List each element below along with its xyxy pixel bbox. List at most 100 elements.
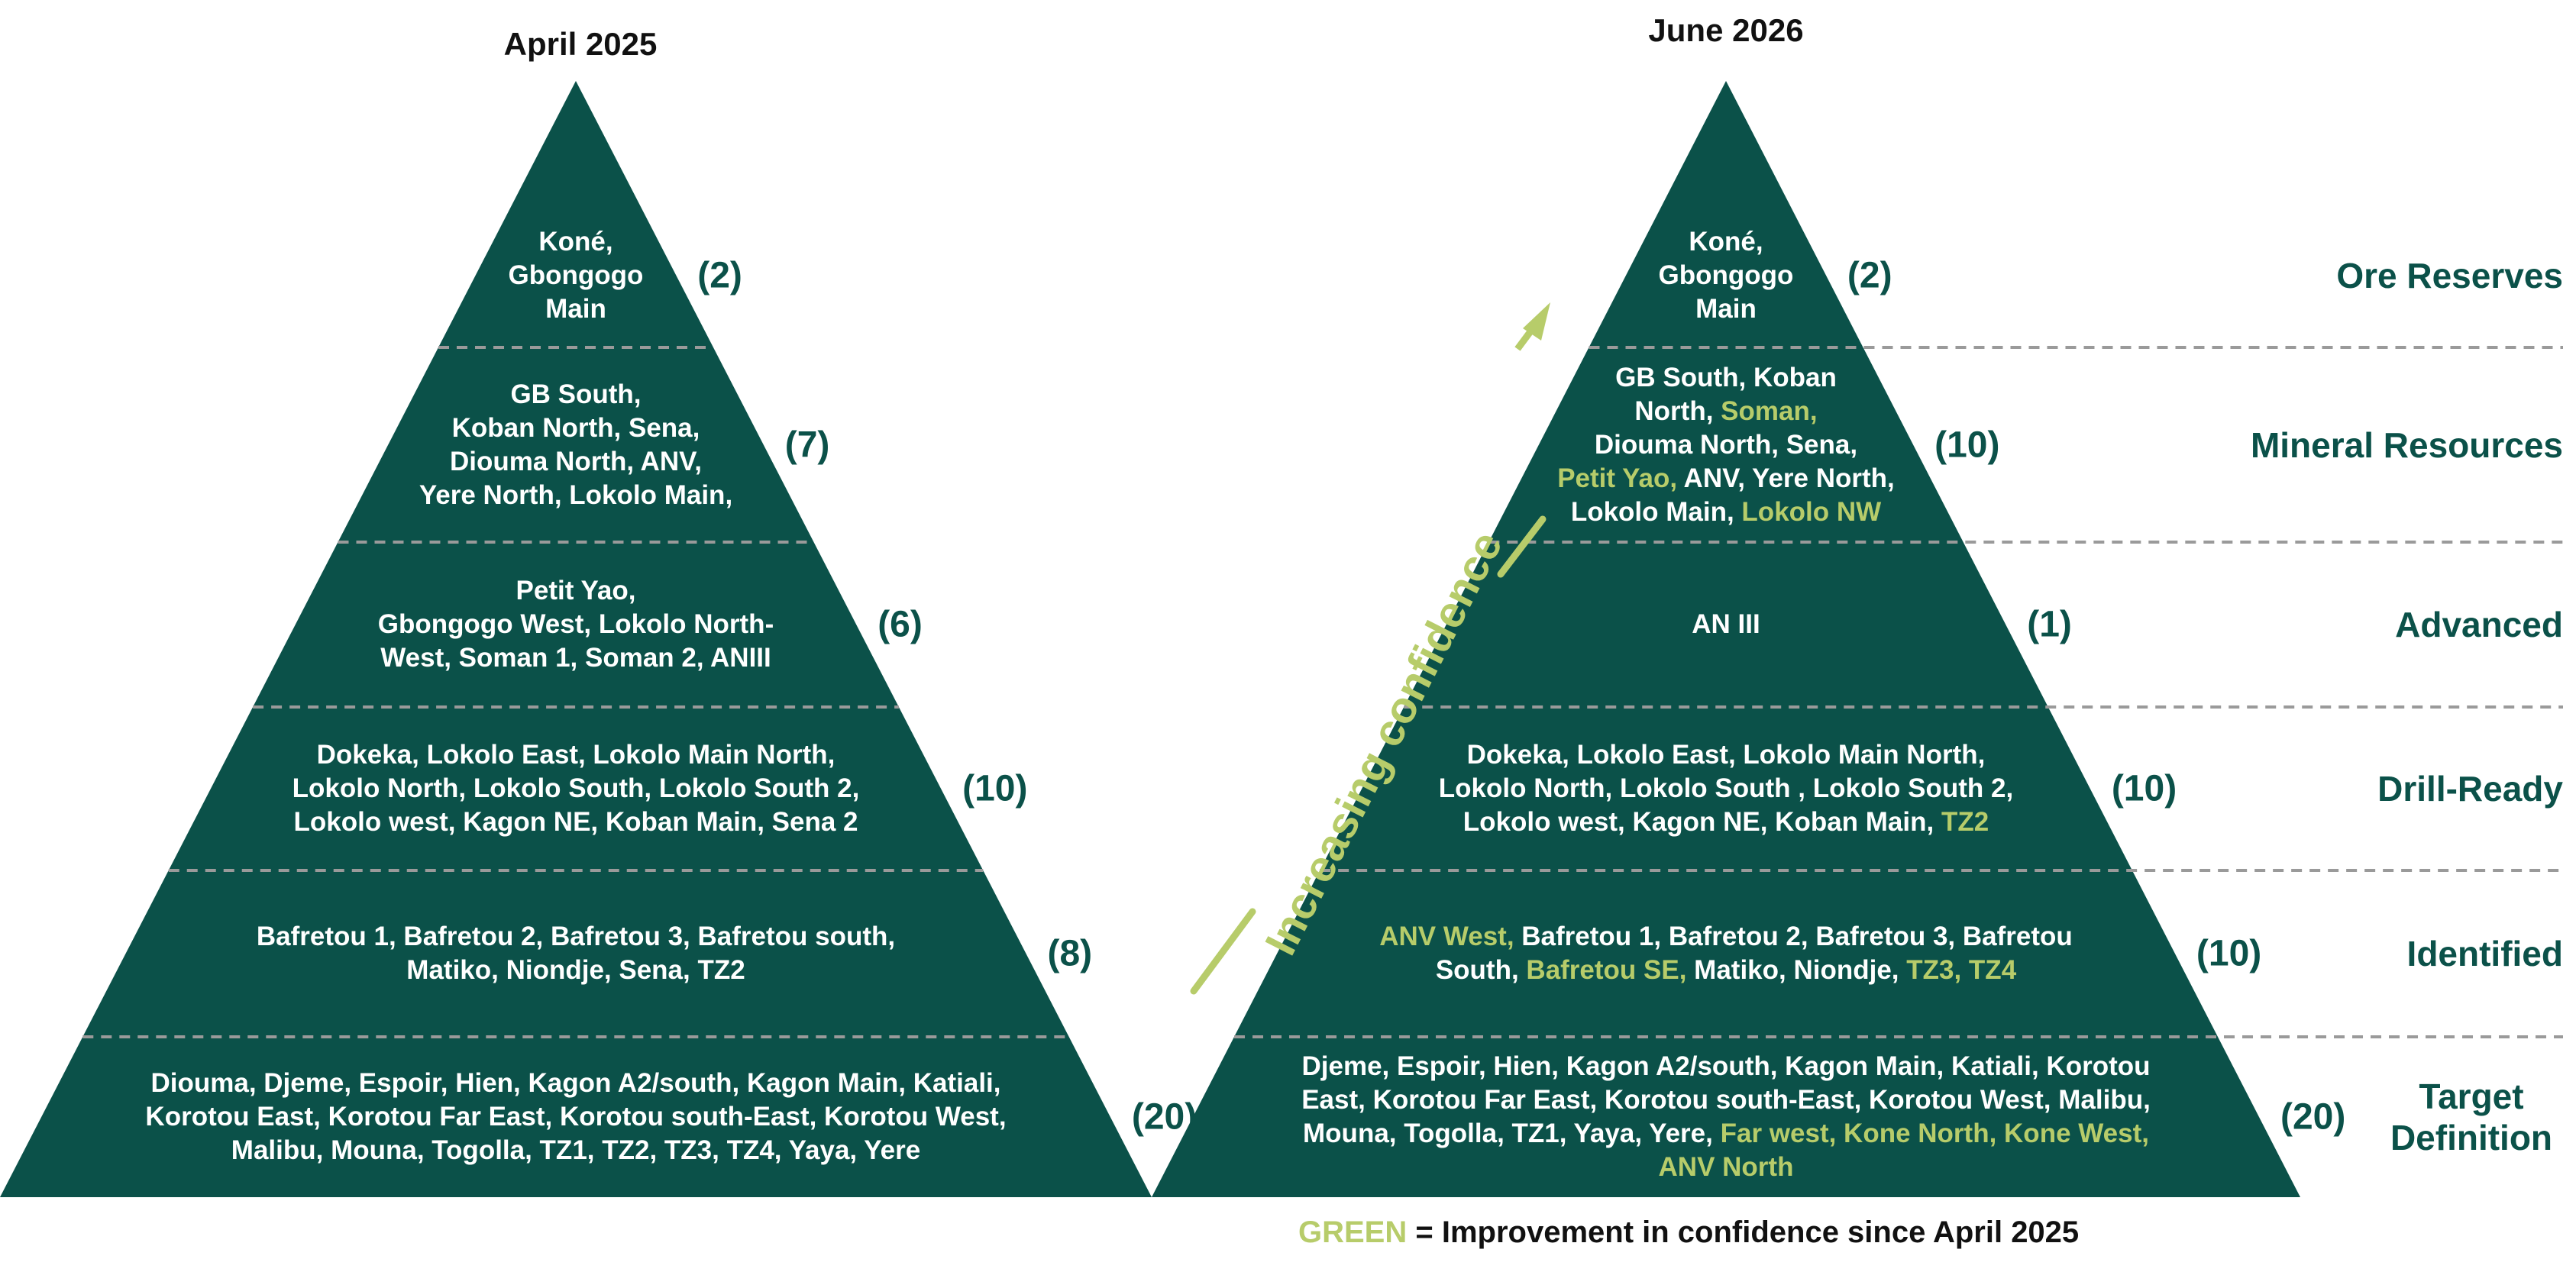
legend-green-word: GREEN (1298, 1216, 1408, 1249)
left-tier-3-projects: Petit Yao,Gbongogo West, Lokolo North- We… (378, 574, 774, 675)
right-pyramid-triangle (1152, 81, 2300, 1197)
project-line: Main (1659, 292, 1794, 326)
project-line: ANV West, Bafretou 1, Bafretou 2, Bafret… (1379, 920, 2073, 954)
project-line: Yere North, Lokolo Main, (419, 479, 732, 512)
left-tier-2-projects: GB South,Koban North, Sena,Diouma North,… (419, 378, 732, 512)
project-text: Bafretou 1, Bafretou 2, Bafretou 3, Bafr… (256, 922, 896, 951)
right-pyramid-title: June 2026 (1648, 12, 1804, 48)
project-text: West, Soman 1, Soman 2, ANIII (380, 643, 771, 673)
project-line: Koné, (1659, 225, 1794, 259)
improved-project-text: Lokolo NW (1741, 496, 1882, 527)
project-line: ANV North (1301, 1151, 2151, 1184)
project-text: Bafretou 1, Bafretou 2, Bafretou 3, Bafr… (1514, 922, 2073, 951)
project-text: Lokolo west, Kagon NE, Koban Main, Sena … (293, 807, 858, 837)
project-line: Diouma North, Sena, (1557, 428, 1895, 462)
project-line: East, Korotou Far East, Korotou south-Ea… (1301, 1083, 2151, 1117)
right-tier-6-projects: Djeme, Espoir, Hien, Kagon A2/south, Kag… (1301, 1050, 2151, 1184)
project-text: Gbongogo (1658, 260, 1794, 290)
left-tier-5-count: (8) (1047, 933, 1093, 974)
project-text: Dokeka, Lokolo East, Lokolo Main North, (1466, 740, 1986, 770)
project-line: AN III (1692, 608, 1760, 641)
legend-description: = Improvement in confidence since April … (1407, 1216, 2080, 1249)
project-line: Matiko, Niondje, Sena, TZ2 (257, 954, 895, 987)
improved-project-text: Petit Yao, (1557, 463, 1678, 493)
project-text: Diouma North, Sena, (1594, 429, 1858, 460)
project-line: South, Bafretou SE, Matiko, Niondje, TZ3… (1379, 954, 2073, 987)
legend: GREEN = Improvement in confidence since … (1298, 1216, 2079, 1250)
improved-project-text: Soman, (1721, 395, 1818, 426)
project-line: Djeme, Espoir, Hien, Kagon A2/south, Kag… (1301, 1050, 2151, 1083)
project-text: AN III (1692, 609, 1760, 639)
project-line: Lokolo west, Kagon NE, Koban Main, TZ2 (1439, 805, 2013, 839)
left-tier-4-projects: Dokeka, Lokolo East, Lokolo Main North,L… (293, 738, 860, 839)
left-tier-5-projects: Bafretou 1, Bafretou 2, Bafretou 3, Bafr… (257, 920, 895, 987)
right-tier-3-count: (1) (2027, 604, 2072, 645)
project-text: North, (1634, 395, 1721, 426)
project-text: South, (1435, 955, 1527, 985)
left-tier-3-count: (6) (878, 604, 923, 645)
project-text: Malibu, Mouna, Togolla, TZ1, TZ2, TZ3, T… (231, 1135, 921, 1165)
project-line: Lokolo Main, Lokolo NW (1557, 496, 1895, 529)
project-text: Koban North, Sena, (451, 412, 700, 443)
right-tier-1-count: (2) (1847, 255, 1892, 295)
project-text: Gbongogo (508, 260, 644, 290)
category-label-6: Target Definition (2390, 1077, 2553, 1157)
project-text: Main (1695, 293, 1757, 324)
project-line: Petit Yao, ANV, Yere North, (1557, 462, 1895, 496)
category-label-2: Mineral Resources (2250, 425, 2563, 465)
right-tier-3-projects: AN III (1692, 608, 1760, 641)
right-tier-4-projects: Dokeka, Lokolo East, Lokolo Main North,L… (1439, 738, 2013, 839)
right-tier-5-count: (10) (2196, 933, 2262, 974)
improved-project-text: ANV West, (1379, 922, 1514, 951)
right-tier-2-count: (10) (1934, 425, 2000, 465)
project-text: Lokolo Main, (1570, 496, 1742, 527)
project-line: North, Soman, (1557, 395, 1895, 428)
project-text: Diouma North, ANV, (450, 446, 702, 476)
right-tier-4-count: (10) (2111, 768, 2177, 809)
category-label-1: Ore Reserves (2336, 255, 2563, 295)
project-line: Gbongogo (1659, 259, 1794, 292)
project-text: Korotou East, Korotou Far East, Korotou … (145, 1102, 1007, 1132)
improved-project-text: ANV North (1658, 1152, 1794, 1182)
left-pyramid-triangle (0, 81, 1152, 1197)
category-label-5: Identified (2406, 934, 2563, 973)
project-line: Koné, (509, 225, 644, 259)
project-line: Gbongogo (509, 259, 644, 292)
project-line: Mouna, Togolla, TZ1, Yaya, Yere, Far wes… (1301, 1117, 2151, 1151)
category-label-3: Advanced (2395, 605, 2563, 644)
improved-project-text: Far west, Kone North, Kone West, (1720, 1119, 2149, 1148)
project-text: East, Korotou Far East, Korotou south-Ea… (1301, 1085, 2151, 1115)
project-text: Dokeka, Lokolo East, Lokolo Main North, (316, 740, 836, 770)
project-line: Petit Yao, (378, 574, 774, 608)
project-line: Main (509, 292, 644, 326)
project-text: GB South, (510, 379, 642, 409)
improved-project-text: TZ2 (1941, 807, 1989, 837)
project-line: Koban North, Sena, (419, 412, 732, 445)
project-text: Diouma, Djeme, Espoir, Hien, Kagon A2/so… (150, 1068, 1001, 1098)
project-line: Gbongogo West, Lokolo North- (378, 608, 774, 641)
project-line: Korotou East, Korotou Far East, Korotou … (145, 1100, 1006, 1134)
project-line: Diouma, Djeme, Espoir, Hien, Kagon A2/so… (145, 1067, 1006, 1100)
confidence-arrow: Increasing confidence (1146, 290, 1604, 1015)
project-line: Bafretou 1, Bafretou 2, Bafretou 3, Bafr… (257, 920, 895, 954)
project-line: Lokolo North, Lokolo South , Lokolo Sout… (1439, 772, 2013, 805)
project-text: Lokolo west, Kagon NE, Koban Main, (1463, 807, 1941, 837)
project-line: Malibu, Mouna, Togolla, TZ1, TZ2, TZ3, T… (145, 1134, 1006, 1167)
project-line: Dokeka, Lokolo East, Lokolo Main North, (1439, 738, 2013, 772)
arrow-up-icon (1190, 302, 1550, 995)
project-line: Lokolo North, Lokolo South, Lokolo South… (293, 772, 860, 805)
project-text: Main (545, 293, 606, 324)
project-line: West, Soman 1, Soman 2, ANIII (378, 641, 774, 675)
left-pyramid-title: April 2025 (503, 26, 658, 62)
category-label-4: Drill-Ready (2377, 769, 2563, 809)
project-text: ANV, Yere North, (1677, 463, 1895, 493)
left-tier-4-count: (10) (962, 768, 1028, 809)
project-text: Koné, (538, 226, 613, 257)
project-text: Gbongogo West, Lokolo North- (377, 609, 774, 639)
project-line: Dokeka, Lokolo East, Lokolo Main North, (293, 738, 860, 772)
project-line: GB South, (419, 378, 732, 412)
